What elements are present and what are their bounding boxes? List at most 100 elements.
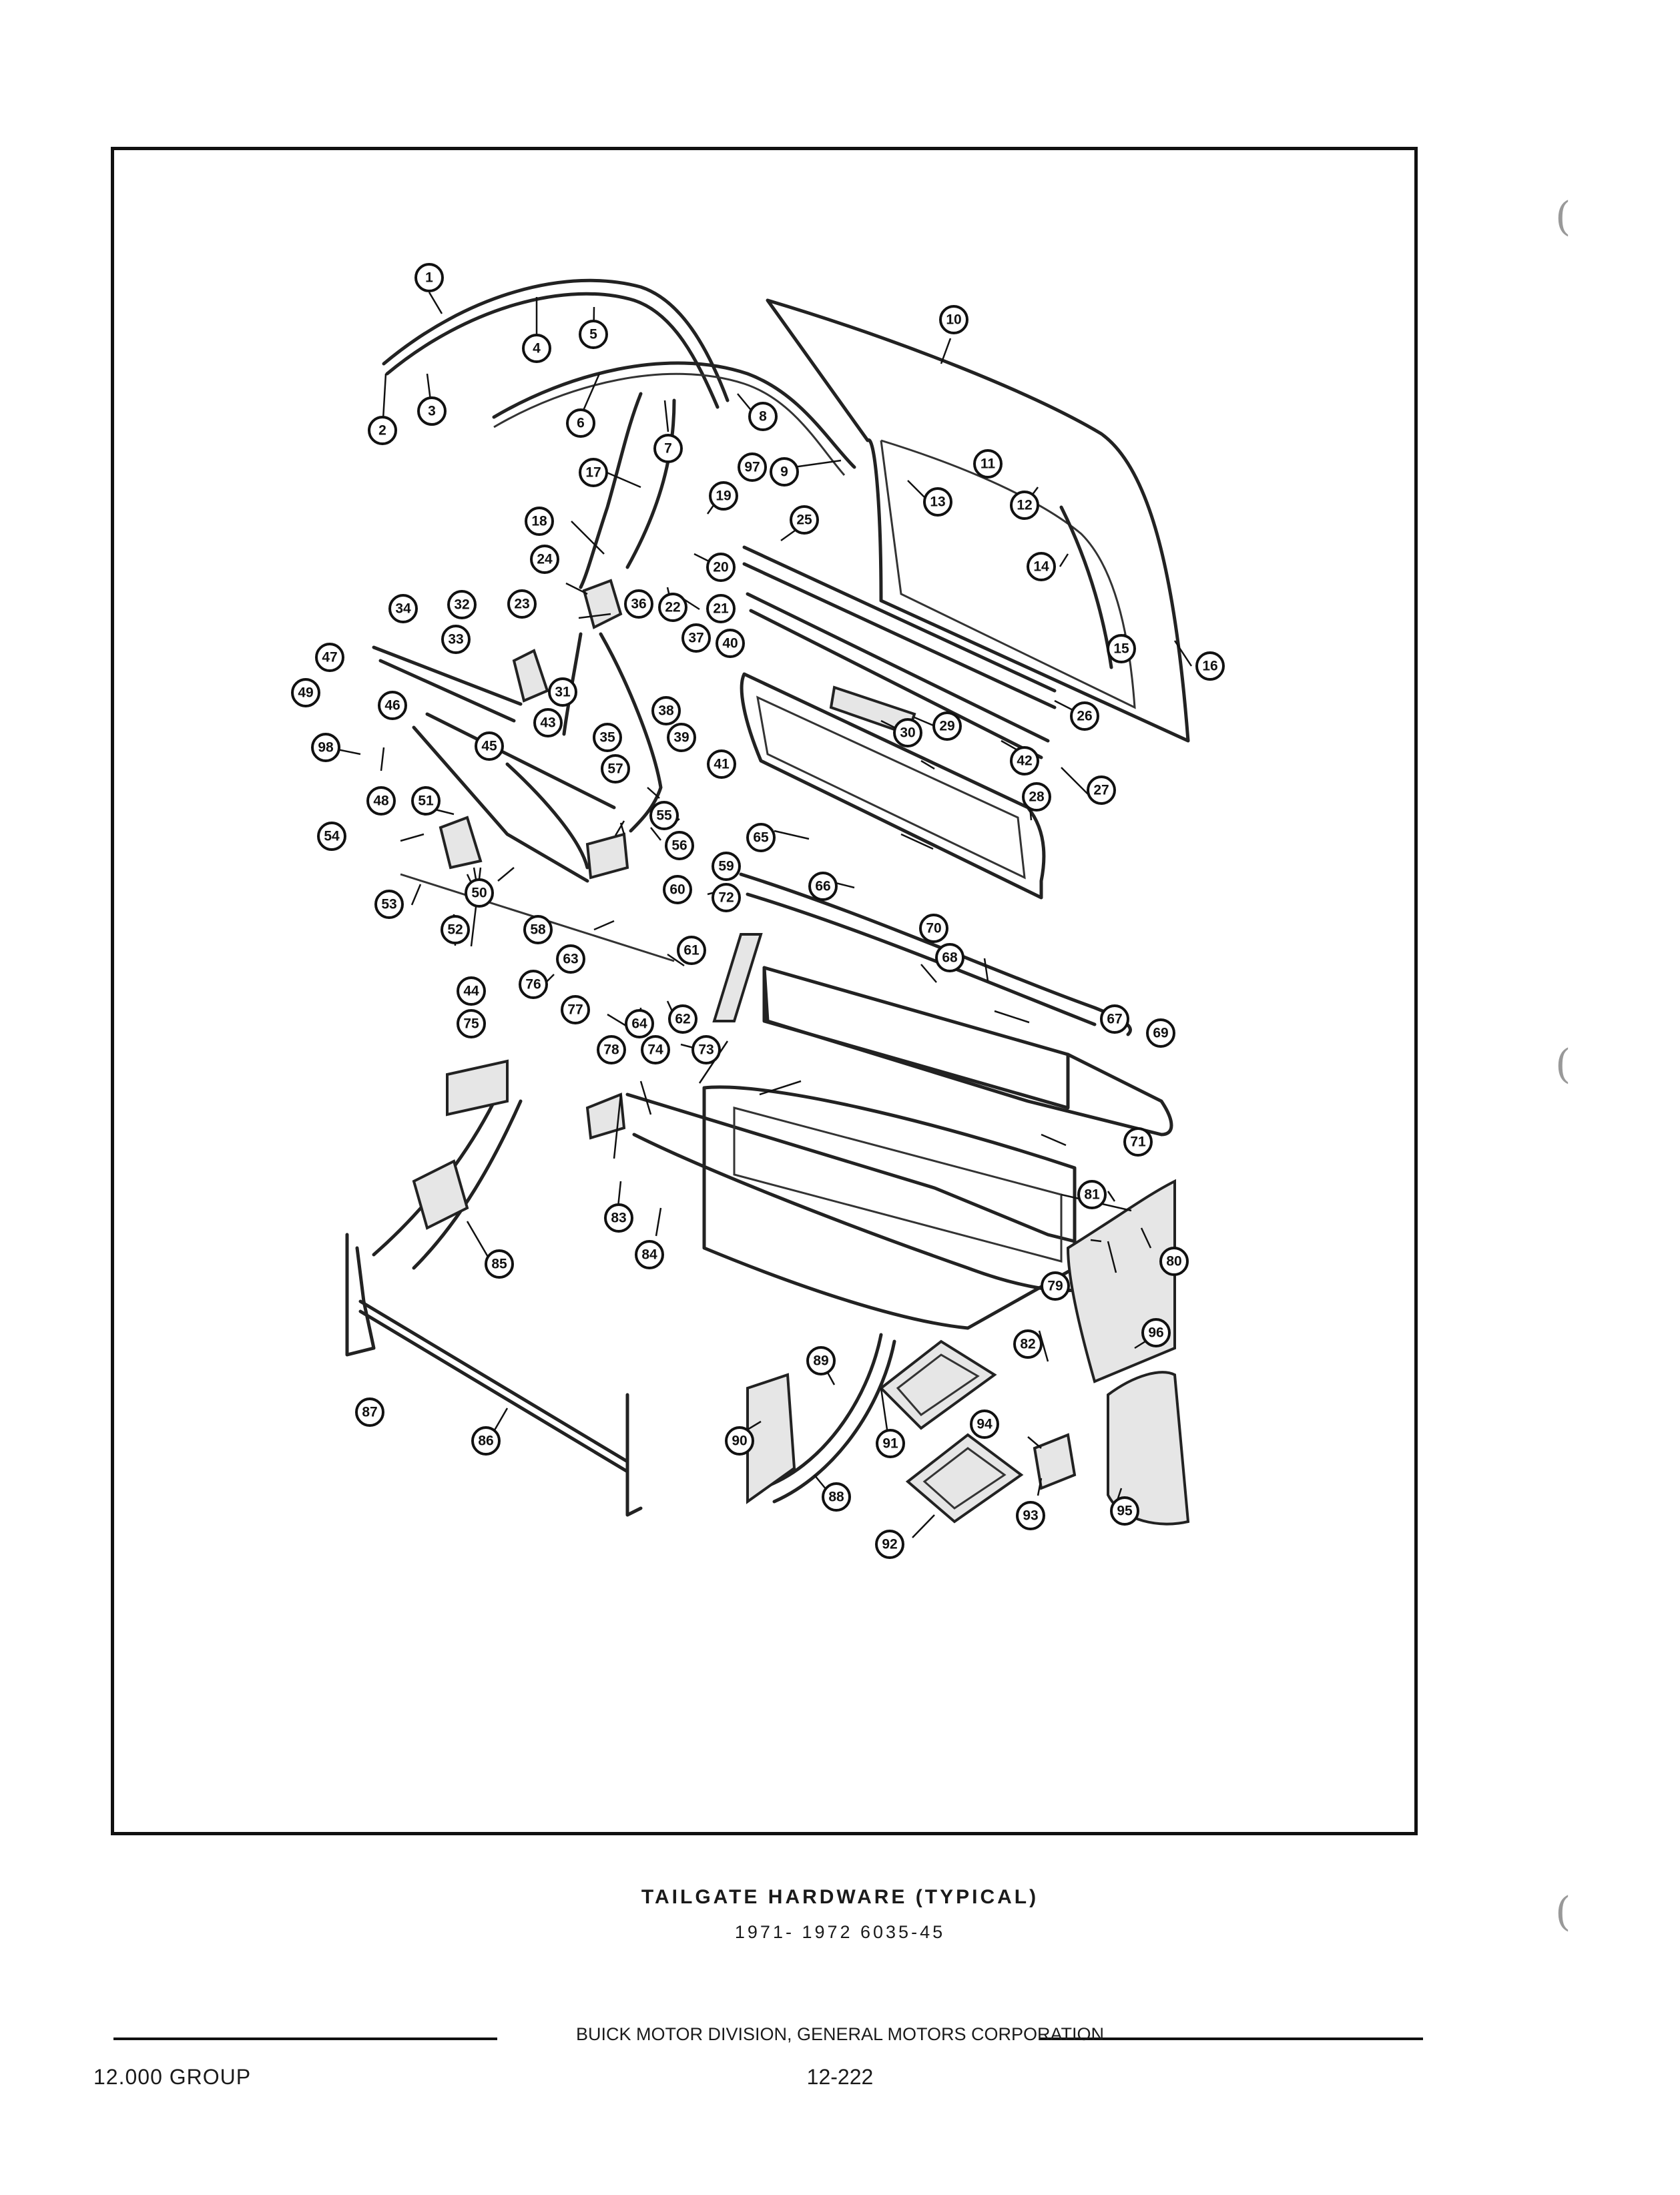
callout-91: 91 xyxy=(876,1429,905,1458)
callout-62: 62 xyxy=(668,1004,697,1034)
window-pad-lower xyxy=(905,1433,1024,1524)
torsion-bar-2 xyxy=(358,1309,629,1474)
callout-65: 65 xyxy=(746,823,776,852)
svg-text:14: 14 xyxy=(1033,559,1049,575)
svg-text:6: 6 xyxy=(577,416,585,431)
callout-56: 56 xyxy=(665,831,694,860)
callout-84: 84 xyxy=(635,1240,664,1269)
svg-text:17: 17 xyxy=(585,465,601,481)
svg-text:42: 42 xyxy=(1017,753,1032,769)
callout-43: 43 xyxy=(533,708,563,737)
callout-4: 4 xyxy=(522,334,551,363)
svg-text:45: 45 xyxy=(481,739,497,754)
callout-67: 67 xyxy=(1100,1004,1129,1034)
svg-text:69: 69 xyxy=(1153,1026,1168,1041)
cable-rod xyxy=(599,632,663,833)
callout-74: 74 xyxy=(641,1035,670,1064)
svg-text:7: 7 xyxy=(664,441,672,456)
tailgate-body xyxy=(762,966,1173,1137)
callout-46: 46 xyxy=(378,691,407,720)
bracket-plate-right xyxy=(746,1373,796,1504)
svg-text:19: 19 xyxy=(716,489,731,504)
footer-group: 12.000 GROUP xyxy=(93,2065,252,2089)
regulator-arm xyxy=(425,712,616,810)
svg-text:53: 53 xyxy=(381,897,396,912)
figure-caption-title: TAILGATE HARDWARE (TYPICAL) xyxy=(641,1886,1039,1908)
callout-94: 94 xyxy=(970,1409,999,1439)
callout-51: 51 xyxy=(411,786,441,816)
svg-text:67: 67 xyxy=(1107,1012,1122,1027)
callout-38: 38 xyxy=(651,696,681,725)
pad-left xyxy=(446,1059,509,1117)
svg-text:52: 52 xyxy=(447,922,463,938)
svg-text:84: 84 xyxy=(641,1247,657,1263)
inner-panel-top-rail-2 xyxy=(746,892,1097,1026)
callout-82: 82 xyxy=(1013,1329,1043,1359)
window-pad-upper-inner xyxy=(896,1353,980,1416)
latch-bracket xyxy=(512,649,549,703)
window-side-channel xyxy=(1059,505,1113,669)
regulator-plate xyxy=(585,832,629,880)
svg-text:35: 35 xyxy=(599,730,615,745)
svg-text:57: 57 xyxy=(607,761,623,777)
callout-86: 86 xyxy=(471,1426,501,1456)
callout-85: 85 xyxy=(485,1249,514,1279)
callout-44: 44 xyxy=(457,976,486,1006)
callout-70: 70 xyxy=(919,914,948,943)
callout-3: 3 xyxy=(417,396,447,426)
callout-5: 5 xyxy=(579,320,608,349)
callout-9: 9 xyxy=(770,457,799,487)
callout-10: 10 xyxy=(939,305,968,334)
svg-text:15: 15 xyxy=(1113,641,1129,657)
glass-run xyxy=(712,933,763,1022)
footer-corporation: BUICK MOTOR DIVISION, GENERAL MOTORS COR… xyxy=(575,2024,1105,2044)
svg-text:25: 25 xyxy=(796,513,812,528)
svg-text:70: 70 xyxy=(926,921,941,936)
callout-92: 92 xyxy=(875,1530,904,1559)
callout-8: 8 xyxy=(748,402,778,431)
svg-text:11: 11 xyxy=(981,456,996,472)
callout-49: 49 xyxy=(291,678,320,707)
svg-text:61: 61 xyxy=(683,943,699,958)
svg-text:83: 83 xyxy=(611,1211,626,1226)
callout-89: 89 xyxy=(806,1346,836,1375)
regulator-diagonal xyxy=(505,762,589,870)
svg-text:31: 31 xyxy=(555,685,571,700)
diagram-frame xyxy=(111,147,1418,1835)
svg-text:37: 37 xyxy=(688,631,704,646)
svg-text:21: 21 xyxy=(713,601,729,617)
callout-80: 80 xyxy=(1159,1247,1189,1276)
svg-text:8: 8 xyxy=(759,409,767,424)
support-frame-left xyxy=(345,1233,376,1357)
svg-text:5: 5 xyxy=(589,327,597,342)
svg-text:60: 60 xyxy=(669,882,685,898)
svg-text:3: 3 xyxy=(428,404,436,419)
gear-box xyxy=(1033,1433,1077,1490)
callout-61: 61 xyxy=(677,936,706,965)
svg-text:38: 38 xyxy=(658,703,674,719)
svg-text:26: 26 xyxy=(1077,709,1092,724)
roof-rail-outer xyxy=(382,278,730,402)
svg-text:68: 68 xyxy=(942,950,958,966)
svg-text:71: 71 xyxy=(1130,1135,1146,1150)
callout-60: 60 xyxy=(663,875,692,904)
svg-text:88: 88 xyxy=(828,1490,844,1505)
callout-68: 68 xyxy=(935,943,964,972)
svg-text:86: 86 xyxy=(478,1434,493,1449)
svg-text:80: 80 xyxy=(1166,1254,1181,1269)
callout-34: 34 xyxy=(388,594,418,623)
binding-mark-middle: ( xyxy=(1555,1041,1571,1088)
regulator-side-plate xyxy=(439,816,483,870)
svg-text:36: 36 xyxy=(631,597,646,612)
svg-text:87: 87 xyxy=(362,1405,377,1420)
svg-text:51: 51 xyxy=(418,794,434,809)
svg-text:76: 76 xyxy=(525,977,541,992)
callout-14: 14 xyxy=(1027,552,1056,581)
svg-text:95: 95 xyxy=(1117,1504,1133,1519)
svg-text:82: 82 xyxy=(1020,1337,1035,1352)
callout-77: 77 xyxy=(561,995,590,1024)
callout-66: 66 xyxy=(808,872,838,901)
svg-text:85: 85 xyxy=(491,1257,507,1272)
svg-text:1: 1 xyxy=(425,270,433,286)
